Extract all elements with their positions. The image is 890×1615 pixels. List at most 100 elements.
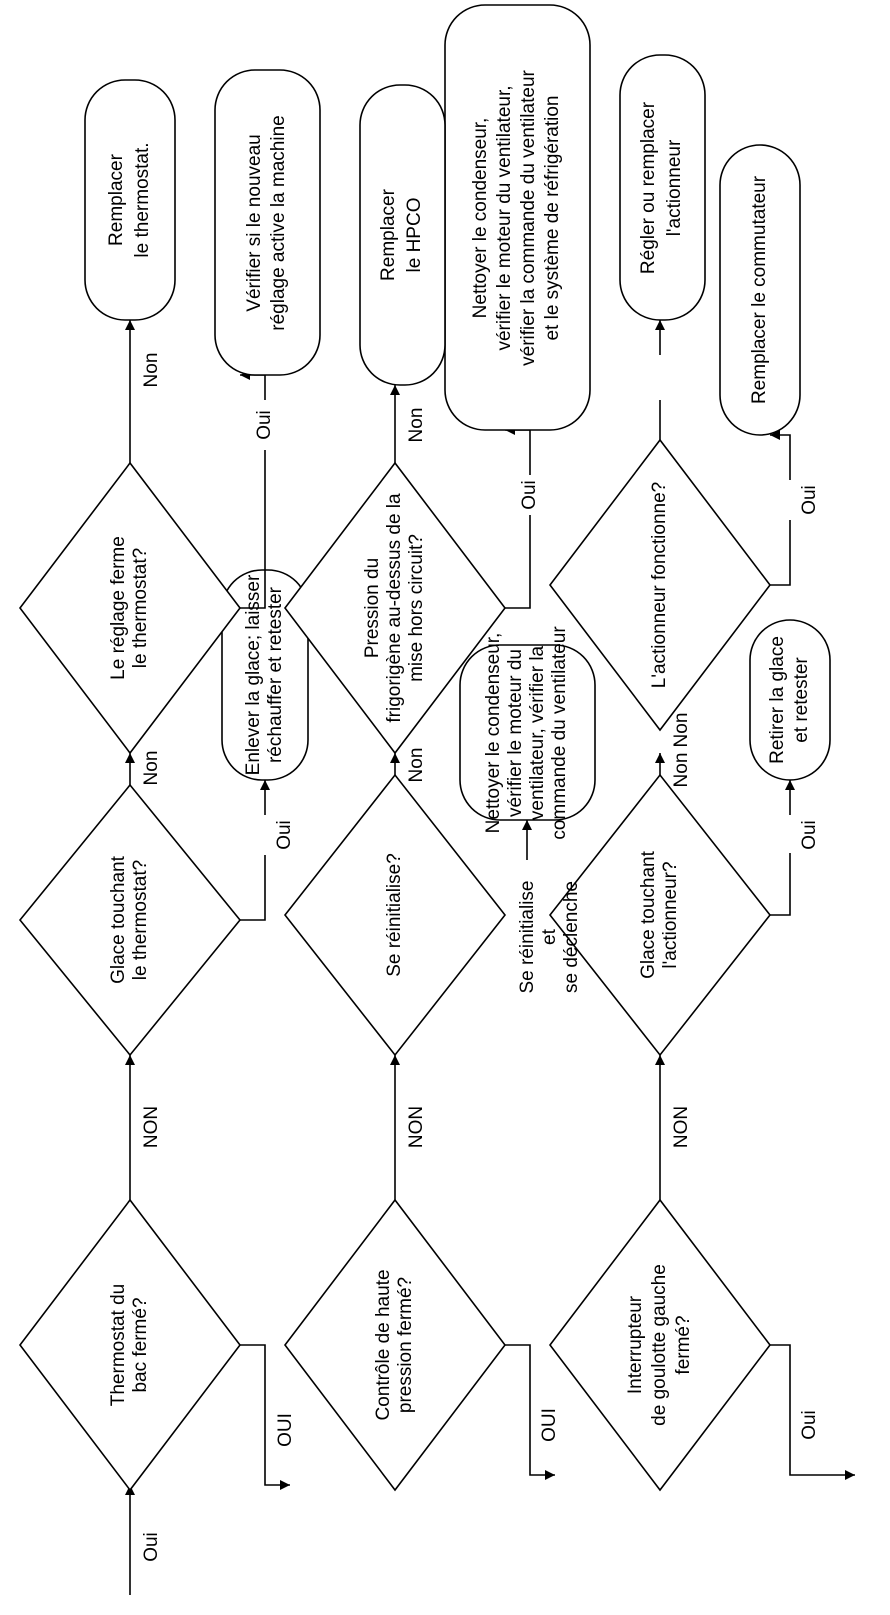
row2-d2-trip-box: [459, 644, 596, 821]
row3-d3-no-box-text: Régler ou remplacer: [638, 101, 659, 274]
row2-no1-label: NON: [406, 1106, 427, 1148]
row3-d2-yes-label: Oui: [799, 820, 820, 850]
row2-d3-yes-box-text: et le système de réfrigération: [542, 95, 563, 340]
row1-yes-line: [240, 1344, 290, 1490]
row3-diamond-1-text: fermé?: [673, 1315, 694, 1374]
row3-d3-no-box: [619, 54, 706, 321]
row1-d3-no-box-text: le thermostat.: [132, 142, 153, 257]
row1-diamond-1-text: Thermostat du: [108, 1284, 129, 1407]
row2-d3-yes-box-text-group: Nettoyer le condenseur,vérifier le moteu…: [470, 69, 563, 365]
row3-yes-line: [770, 1344, 855, 1480]
row3-d3-in-label: Non: [671, 713, 692, 748]
row2-d3-yes-box-text: Nettoyer le condenseur,: [470, 118, 491, 319]
row1-d2-yes-line: [240, 855, 266, 921]
row2-diamond-1-text: Contrôle de haute: [373, 1269, 394, 1420]
row3-d3-no-box-text: l'actionneur: [664, 139, 685, 236]
row2-d2-trip-label: et: [539, 928, 560, 945]
row2-diamond-3-text: mise hors circuit?: [406, 534, 427, 682]
row2-d3-yes-box-text: vérifier la commande du ventilateur: [518, 69, 539, 365]
row1-d2-yes-box-text: réchauffer et retester: [265, 586, 286, 763]
row1-diamond-3-text: le thermostat?: [130, 548, 151, 668]
row1-d3-yes-box: [214, 69, 321, 376]
row2-d2-trip-box-text: ventilateur, vérifier la: [527, 645, 548, 820]
row1-d3-yes-line: [240, 450, 266, 609]
row2-d3-yes-label: Oui: [519, 480, 540, 510]
row2-no3-label: Non: [406, 408, 427, 443]
row1-entry-label: Oui: [141, 1532, 162, 1562]
row1-no1-label: NON: [141, 1106, 162, 1148]
row1-d3-yes-arrow: [240, 370, 266, 400]
row3-d3-yes-line: [770, 520, 791, 586]
row2-d2-trip-box-text-group: Nettoyer le condenseur,vérifier le moteu…: [483, 626, 570, 840]
row1-diamond-2-text: Glace touchant: [108, 855, 129, 984]
row1-d3-no-box-text: Remplacer: [106, 153, 127, 246]
row2-diamond-1-text: pression fermé?: [395, 1277, 416, 1413]
row2-no2-label: Non: [406, 748, 427, 783]
row2-diamond-3-text: frigorigène au-dessus de la: [384, 493, 405, 723]
row1-no2-label: Non: [141, 751, 162, 786]
row2-diamond-3-text: Pression du: [362, 558, 383, 658]
row2-d3-no-box: [359, 84, 446, 386]
row3-d2-yes-box-text: Retirer la glace: [767, 636, 788, 764]
row1-d3-yes-label: Oui: [254, 410, 275, 440]
row1-d3-yes-box-text: réglage active la machine: [268, 115, 289, 330]
row3-d2-yes-box: [749, 619, 831, 781]
row2-d3-yes-arrow: [505, 425, 531, 475]
row3-yes-label: Oui: [799, 1410, 820, 1440]
row1-no3-label: Non: [141, 353, 162, 388]
row1-d2-yes-label: Oui: [274, 820, 295, 850]
row2-diamond-2-text: Se réinitialise?: [384, 853, 405, 977]
row3-diamond-1-text: de goulotte gauche: [649, 1264, 670, 1426]
row1-diamond-1-text: bac fermé?: [130, 1297, 151, 1392]
row2-d2-trip-box-text: commande du ventilateur: [549, 626, 570, 840]
row2-diamond-2-text-group: Se réinitialise?: [384, 853, 405, 977]
row1-d3-yes-box-text: Vérifier si le nouveau: [244, 134, 265, 311]
row2-yes-label: OUI: [539, 1408, 560, 1442]
row1-diamond-3-text: Le réglage ferme: [108, 536, 129, 680]
row3-d2-yes-line: [770, 853, 791, 916]
row3-d3-yes-box: [719, 144, 801, 436]
row3-diamond-2-text: l'actionneur?: [660, 861, 681, 968]
row2-d2-trip-label: se déclenche: [561, 881, 582, 993]
row3-diamond-1-text: Interrupteur: [625, 1295, 646, 1394]
row3-d3-yes-box-text-group: Remplacer le commutateur: [749, 175, 770, 404]
row3-d2-yes-box-text: et retester: [791, 657, 812, 743]
row3-diamond-3-text-group: L'actionneur fonctionne?: [649, 482, 670, 688]
row1-d2-yes-box-text: Enlever la glace; laisser: [243, 574, 264, 775]
row2-d3-no-box-text: le HPCO: [404, 198, 425, 273]
row1-yes-label: OUI: [275, 1413, 296, 1447]
row1-d3-no-box: [84, 79, 176, 321]
row3-d3-yes-arrow: [770, 430, 791, 480]
row2-diamond-2: [283, 773, 507, 1057]
row2-d2-trip-box-text: vérifier le moteur du: [505, 649, 526, 817]
row2-d3-no-box-text: Remplacer: [378, 188, 399, 281]
row2-d3-yes-box-text: vérifier le moteur du ventilateur,: [494, 85, 515, 350]
row3-d3-yes-label: Oui: [799, 485, 820, 515]
row3-diamond-2-text: Glace touchant: [638, 850, 659, 979]
row1-diamond-2-text: le thermostat?: [130, 860, 151, 980]
row2-yes-line: [505, 1344, 555, 1480]
row2-d2-trip-box-text: Nettoyer le condenseur,: [483, 633, 504, 834]
row2-d2-trip-label: Se réinitialise: [517, 881, 538, 994]
row3-no2-label: Non: [671, 753, 692, 788]
row3-no1-label: NON: [671, 1106, 692, 1148]
row3-diamond-3-text: L'actionneur fonctionne?: [649, 482, 670, 688]
